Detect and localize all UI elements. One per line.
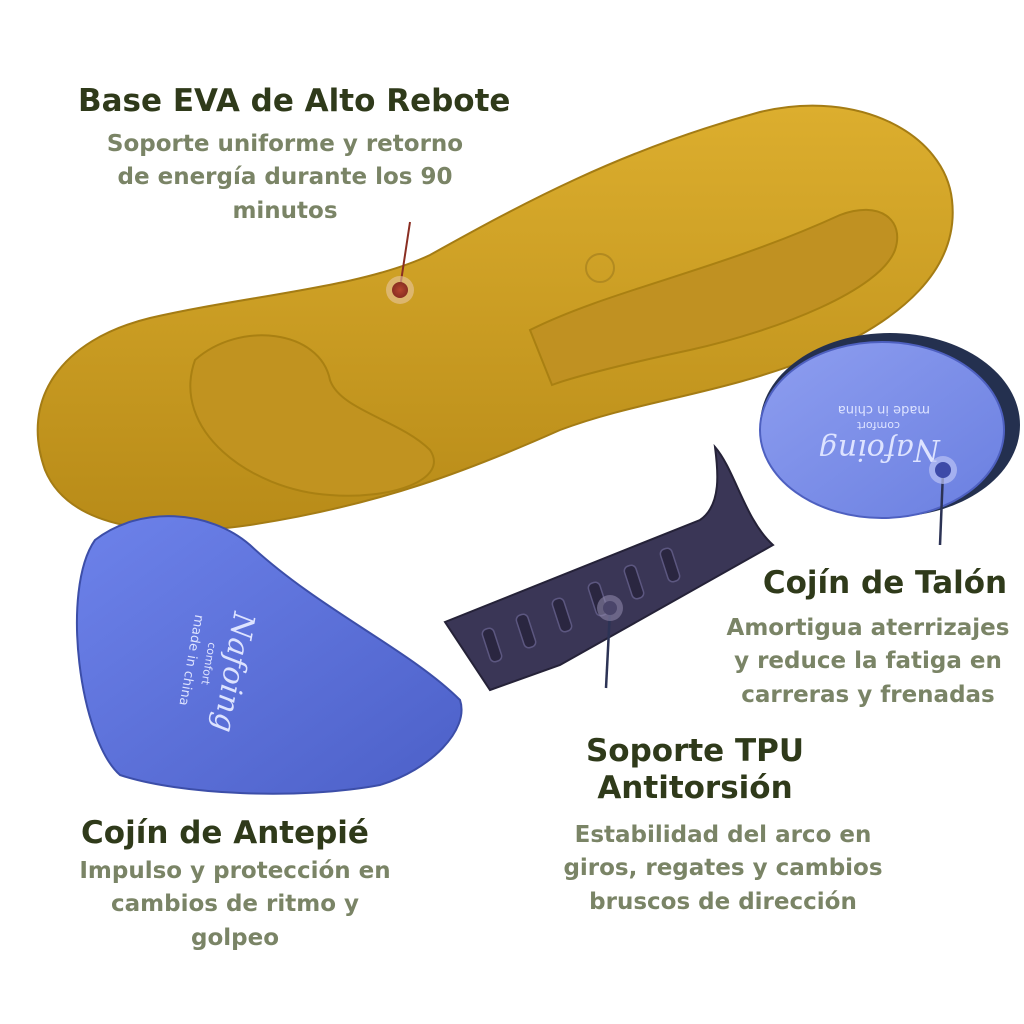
antepie-desc-line-3: golpeo (190, 924, 279, 951)
base-eva-desc-line-2: de energía durante los 90 (117, 164, 453, 191)
base-eva-title: Base EVA de Alto Rebote (78, 83, 511, 119)
heel-pad-brand: Nafoing (819, 432, 941, 467)
talon-desc-line-3: carreras y frenadas (741, 681, 995, 708)
antepie-desc-line-2: cambios de ritmo y (110, 891, 360, 918)
tpu-desc-line-3: bruscos de dirección (589, 888, 857, 915)
base-eva-desc-line-3: minutos (232, 197, 338, 224)
callout-marker-tpu (597, 595, 623, 689)
tpu-desc-line-2: giros, regates y cambios (563, 855, 883, 882)
talon-description: Amortigua aterrizajes y reduce la fatiga… (718, 612, 1018, 712)
tpu-title-line-2: Antitorsión (597, 770, 793, 807)
forefoot-cushion-pad: Nafoing comfort made in china (75, 515, 463, 795)
antepie-desc-line-1: Impulso y protección en (79, 858, 391, 884)
talon-desc-line-1: Amortigua aterrizajes (726, 615, 1010, 641)
heel-pad-tagline: comfort (856, 419, 900, 432)
base-eva-desc-line-1: Soporte uniforme y retorno (106, 131, 464, 157)
talon-title: Cojín de Talón (762, 565, 1008, 601)
heel-cushion-pad: Nafoing comfort made in china (759, 333, 1020, 519)
talon-desc-line-2: y reduce la fatiga en (734, 648, 1002, 675)
tpu-desc-line-1: Estabilidad del arco en (574, 822, 872, 848)
tpu-title: Soporte TPU Antitorsión (560, 733, 830, 807)
base-eva-description: Soporte uniforme y retorno de energía du… (70, 128, 500, 228)
antepie-description: Impulso y protección en cambios de ritmo… (50, 855, 420, 955)
heel-pad-origin: made in china (838, 402, 930, 417)
tpu-description: Estabilidad del arco en giros, regates y… (528, 819, 918, 919)
tpu-title-line-1: Soporte TPU (585, 733, 805, 769)
tpu-support-piece (443, 443, 775, 692)
callout-marker-base (386, 221, 414, 304)
eva-base-insole (36, 104, 954, 532)
callout-marker-talon (929, 456, 957, 546)
antepie-title: Cojín de Antepié (81, 815, 369, 851)
